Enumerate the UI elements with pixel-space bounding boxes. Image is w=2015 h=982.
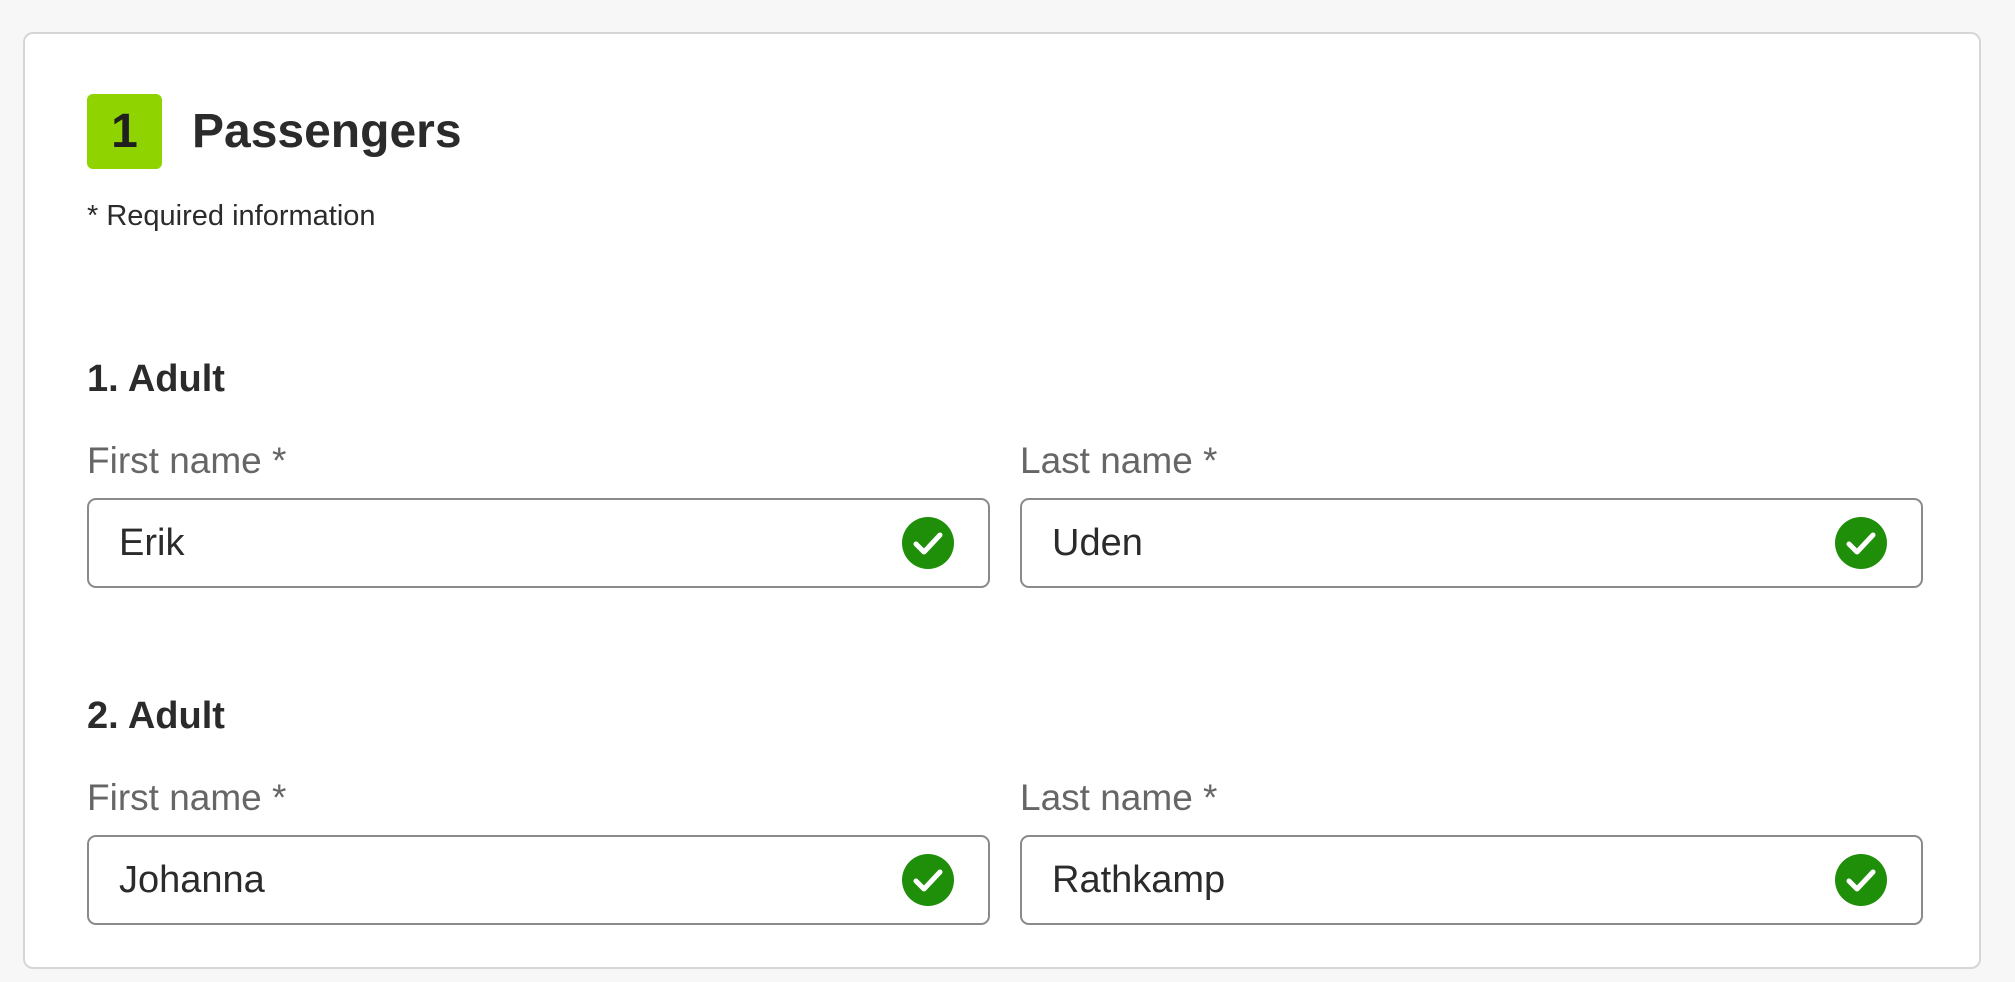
first-name-label: First name * [87,440,287,481]
first-name-field: First name * Erik [87,439,990,588]
check-circle-icon [1835,517,1887,569]
last-name-label: Last name * [1020,440,1218,481]
first-name-input[interactable]: Erik [87,498,990,588]
check-circle-icon [902,854,954,906]
first-name-value[interactable]: Erik [119,521,185,564]
step-number-badge: 1 [87,94,162,169]
last-name-value[interactable]: Uden [1052,521,1143,564]
last-name-field: Last name * Rathkamp [1020,776,1923,925]
name-fields-row: First name * Johanna Last name * Rathkam… [87,776,1923,925]
passenger-block: 2. Adult First name * Johanna Last name … [87,691,1923,925]
section-title: Passengers [192,105,462,158]
last-name-field: Last name * Uden [1020,439,1923,588]
passenger-block: 1. Adult First name * Erik Last name * U… [87,354,1923,588]
check-circle-icon [902,517,954,569]
last-name-input[interactable]: Uden [1020,498,1923,588]
check-circle-icon [1835,854,1887,906]
first-name-input[interactable]: Johanna [87,835,990,925]
section-header: 1 Passengers [87,94,462,169]
required-info-note: * Required information [87,200,376,232]
last-name-label: Last name * [1020,777,1218,818]
last-name-value[interactable]: Rathkamp [1052,858,1226,901]
first-name-label: First name * [87,777,287,818]
name-fields-row: First name * Erik Last name * Uden [87,439,1923,588]
passenger-heading: 2. Adult [87,695,225,737]
passenger-heading: 1. Adult [87,358,225,400]
passengers-card: 1 Passengers * Required information 1. A… [23,32,1981,969]
first-name-field: First name * Johanna [87,776,990,925]
last-name-input[interactable]: Rathkamp [1020,835,1923,925]
first-name-value[interactable]: Johanna [119,858,265,901]
